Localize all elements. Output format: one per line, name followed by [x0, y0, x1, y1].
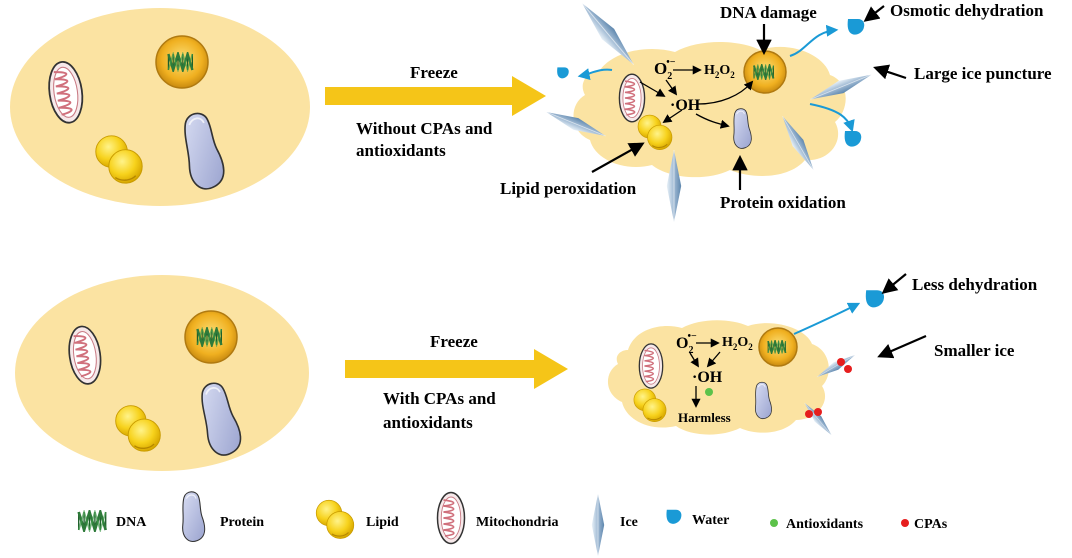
- nucleus-damaged: [743, 50, 787, 94]
- callout-arrow-lipid: [591, 142, 645, 173]
- callout-less-dehydration: Less dehydration: [912, 275, 1038, 294]
- cpa-dot-3: [805, 410, 813, 418]
- water-drop-3: [844, 131, 862, 147]
- callout-osmotic-dehydration: Osmotic dehydration: [890, 1, 1044, 20]
- water-flow-arrow-3: [809, 103, 855, 133]
- superoxide-bottom: O2•−: [676, 331, 697, 356]
- arrow-label-line3-bottom: antioxidants: [383, 413, 473, 432]
- callout-large-ice-puncture: Large ice puncture: [914, 64, 1052, 83]
- ice-crystal-1: [575, 0, 641, 71]
- arrow-label-line3-top: antioxidants: [356, 141, 446, 160]
- hydrogen-peroxide: H2O2: [704, 63, 735, 80]
- legend-dna-label: DNA: [116, 515, 147, 530]
- freeze-arrow-bottom: [345, 349, 568, 389]
- legend-cpa-icon: [901, 519, 909, 527]
- antioxidant-dot: [705, 388, 713, 396]
- water-flow-arrow-1: [577, 68, 613, 80]
- legend-cpas-label: CPAs: [914, 517, 948, 532]
- legend: DNA Protein Lipid Mitochondria Ice Water…: [77, 491, 948, 556]
- legend-antioxidant-icon: [770, 519, 778, 527]
- top-row: Freeze Without CPAs and antioxidants O2•…: [10, 0, 1052, 222]
- water-flow-arrow-2: [789, 24, 839, 57]
- nucleus-protected: [758, 327, 798, 367]
- cpa-dot-2: [844, 365, 852, 373]
- arrow-label-freeze-bottom: Freeze: [430, 332, 478, 351]
- legend-dna-icon: [77, 510, 108, 532]
- callout-arrow-smaller-ice: [877, 334, 927, 359]
- water-flow-arrow-bottom: [793, 302, 861, 335]
- legend-water-label: Water: [692, 513, 729, 528]
- arrow-label-freeze-top: Freeze: [410, 63, 458, 82]
- ros-arrow-3: [639, 81, 666, 97]
- ros-arrow-b3: [706, 351, 721, 368]
- legend-protein-label: Protein: [220, 515, 264, 530]
- callout-arrow-osmotic: [863, 5, 885, 22]
- arrow-label-line2-bottom: With CPAs and: [383, 389, 496, 408]
- ros-arrow-6: [695, 113, 730, 129]
- callout-arrow-ice: [873, 64, 907, 80]
- callout-arrow-less-dehydration: [881, 273, 907, 294]
- legend-antioxidants-label: Antioxidants: [786, 517, 864, 532]
- legend-ice-label: Ice: [620, 515, 638, 530]
- legend-water-icon: [666, 509, 682, 524]
- arrow-label-line2-top: Without CPAs and: [356, 119, 493, 138]
- superoxide: O2•−: [654, 57, 676, 82]
- callout-dna-damage: DNA damage: [720, 3, 817, 22]
- hydroxyl-radical: ·OH: [670, 97, 701, 114]
- cell-before-bottom: [15, 275, 309, 471]
- hydroxyl-radical-bottom: ·OH: [692, 369, 723, 386]
- mitochondria-protected: [638, 343, 664, 389]
- water-drop-bottom: [865, 290, 885, 308]
- callout-smaller-ice: Smaller ice: [934, 341, 1015, 360]
- cpa-dot-4: [814, 408, 822, 416]
- callout-protein-oxidation: Protein oxidation: [720, 193, 846, 212]
- bottom-row: Freeze With CPAs and antioxidants O2•− H…: [15, 273, 1038, 471]
- ros-arrow-b2: [689, 352, 699, 368]
- water-drop-2: [847, 19, 865, 35]
- cpa-dot-1: [837, 358, 845, 366]
- ros-arrow-4: [697, 80, 754, 105]
- hydrogen-peroxide-bottom: H2O2: [722, 335, 753, 352]
- callout-lipid-peroxidation: Lipid peroxidation: [500, 179, 637, 198]
- legend-mitochondria-icon: [436, 491, 466, 545]
- ros-arrow-2: [665, 79, 678, 96]
- legend-lipid-label: Lipid: [366, 515, 399, 530]
- water-drop-1: [557, 67, 569, 79]
- cell-before-top: [10, 8, 310, 206]
- mitochondria-damaged: [618, 73, 646, 123]
- ros-arrow-5: [662, 109, 683, 124]
- legend-protein-icon: [182, 491, 206, 543]
- nucleus-top: [155, 35, 209, 89]
- legend-lipid-icon: [315, 499, 355, 540]
- legend-mitochondria-label: Mitochondria: [476, 515, 558, 530]
- nucleus-bottom: [184, 310, 238, 364]
- harmless-label: Harmless: [678, 410, 731, 425]
- legend-ice-icon: [591, 494, 605, 556]
- freeze-arrow-top: [325, 76, 546, 116]
